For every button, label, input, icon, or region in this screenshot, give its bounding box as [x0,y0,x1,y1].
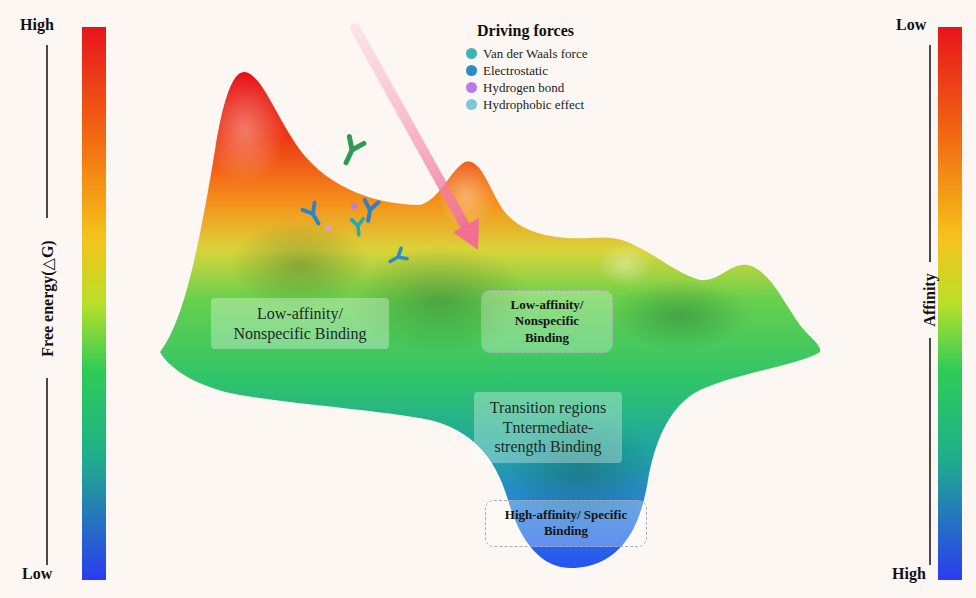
peak-glow [597,243,653,287]
axis-line [929,45,931,262]
dashed-region-box: Low-affinity/ Nonspecific Binding [481,290,613,353]
antibody-icons [302,137,407,267]
legend-entry: Hydrogen bond [466,80,564,96]
scale-end: High [20,16,54,34]
legend-text: Hydrophobic effect [483,97,584,112]
valley-shade [610,280,750,350]
legend-swatch [466,82,477,93]
region-text: Low-affinity/ Nonspecific Binding [492,297,602,346]
region-text: Transition regions Tntermediate-strength… [483,398,613,457]
axis-title: Affinity [921,273,939,326]
landscape-surface [160,72,820,568]
region-box: Transition regions Tntermediate-strength… [474,392,622,463]
legend-swatch [466,65,477,76]
axis-line [46,45,48,218]
legend-text: Van der Waals force [483,46,587,61]
legend-text: Electrostatic [483,63,548,78]
scale-end: High [892,565,926,583]
color-bar [82,27,106,580]
axis-title: Free energy(△G) [38,240,57,356]
region-text: High-affinity/ Specific Binding [496,507,636,540]
color-bar [938,27,962,580]
region-box: Low-affinity/ Nonspecific Binding [211,298,389,349]
legend-entry: Hydrophobic effect [466,97,584,113]
dashed-region-box: High-affinity/ Specific Binding [485,500,647,547]
legend-entry: Electrostatic [466,63,548,79]
axis-line [929,338,931,565]
scale-end: Low [22,565,52,583]
axis-line [46,378,48,565]
valley-shade [230,220,370,310]
legend-entry: Van der Waals force [466,46,587,62]
descent-arrow [355,28,479,250]
legend-swatch [466,48,477,59]
legend-swatch [466,99,477,110]
legend-text: Hydrogen bond [483,80,564,95]
peak-glow [205,75,285,185]
region-text: Low-affinity/ Nonspecific Binding [220,304,380,343]
scale-end: Low [896,16,926,34]
legend-title: Driving forces [477,22,574,40]
